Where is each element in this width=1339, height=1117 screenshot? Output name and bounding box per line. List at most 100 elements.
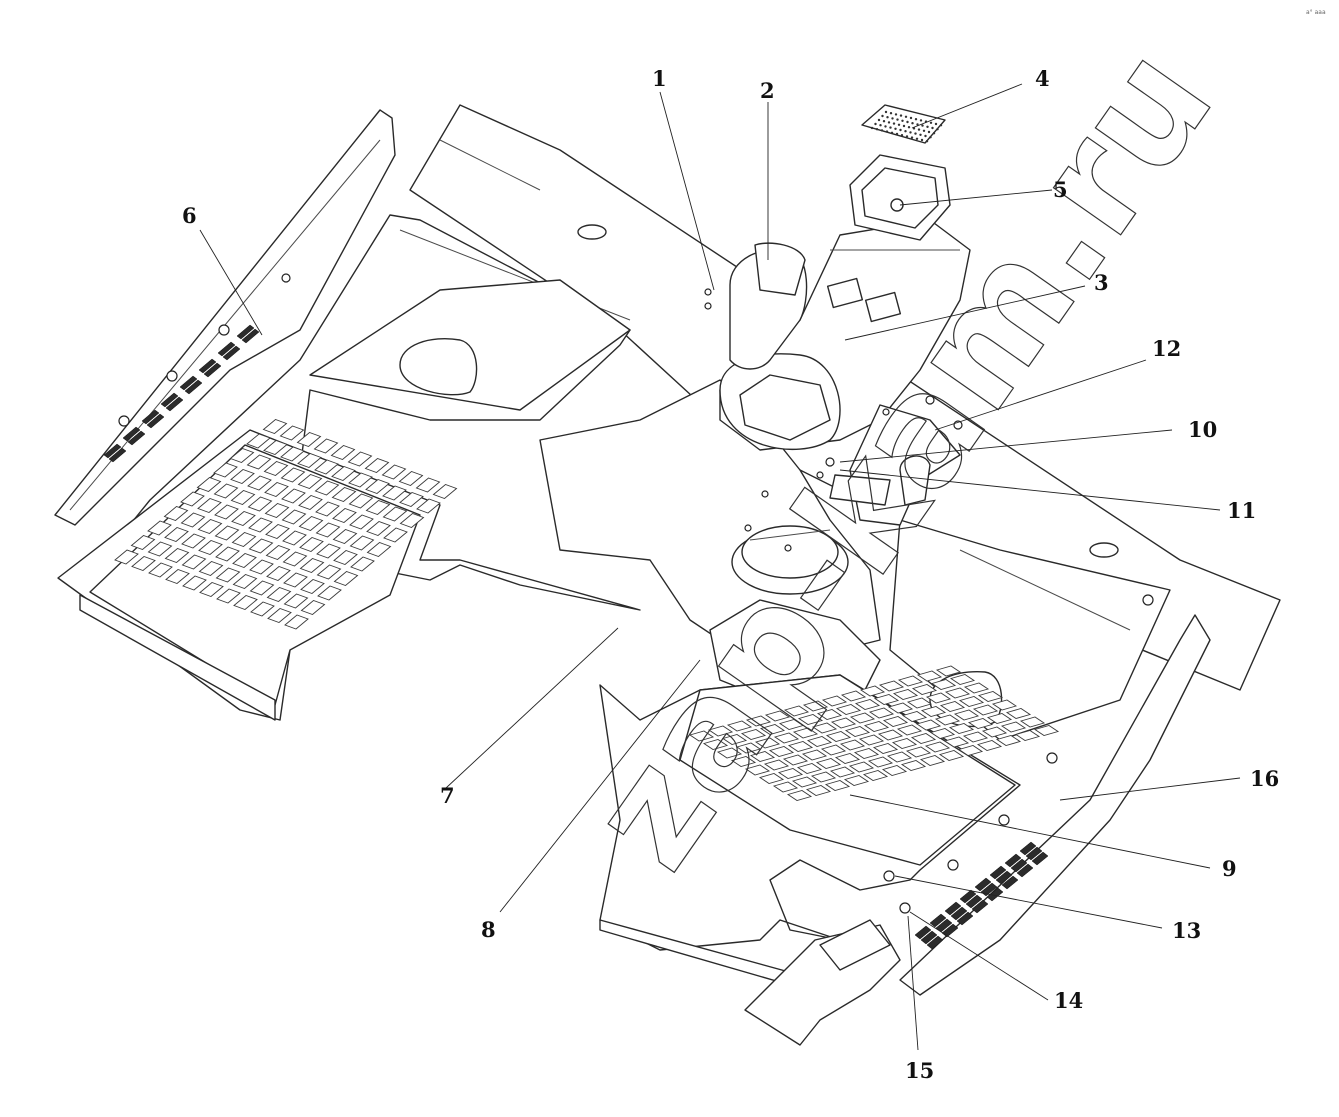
right-plate-cell xyxy=(920,930,938,945)
right-grid-cell xyxy=(862,770,889,781)
right-grid-cell xyxy=(802,700,829,712)
mat-dot xyxy=(919,119,923,122)
mat-dot xyxy=(916,123,919,126)
callout-15: 15 xyxy=(905,1058,934,1083)
right-grid-cell xyxy=(901,711,928,722)
left-grid-cell xyxy=(180,491,205,507)
floor-mat-left-grid xyxy=(114,418,458,630)
left-grid-cell xyxy=(180,512,206,528)
mat-dot xyxy=(926,125,929,128)
mat-dot xyxy=(922,129,926,132)
right-grid-cell xyxy=(963,682,990,694)
mat-dot xyxy=(896,118,899,121)
left-plate-cell xyxy=(241,328,260,344)
left-grid-cell xyxy=(298,494,323,511)
right-grid-cell xyxy=(849,712,876,724)
left-grid-cell xyxy=(315,522,341,538)
callout-6: 6 xyxy=(182,203,197,228)
storage-mat-pattern xyxy=(870,110,943,143)
mat-dot xyxy=(892,122,896,125)
mat-dot xyxy=(882,120,886,123)
mat-dot xyxy=(884,125,887,128)
mat-dot xyxy=(939,124,943,127)
mat-dot xyxy=(900,134,904,137)
left-grid-cell xyxy=(266,565,291,582)
mat-dot xyxy=(914,118,918,121)
mat-dot xyxy=(899,128,902,132)
right-grid-cell xyxy=(777,768,804,779)
left-grid-cell xyxy=(330,444,356,461)
left-grid-cell xyxy=(282,530,307,546)
left-grid-cell xyxy=(230,489,256,506)
left-grid-cell xyxy=(284,614,309,630)
left-grid-cell xyxy=(265,544,291,561)
left-grid-cell xyxy=(349,535,375,551)
left-grid-cell xyxy=(365,478,390,495)
right-grid-cell xyxy=(1000,721,1027,733)
left-grid-cell xyxy=(262,418,288,435)
right-grid-cell xyxy=(897,675,924,687)
shift-ring xyxy=(731,471,849,595)
left-plate-cell xyxy=(198,358,217,374)
corner-mark: a° aaa xyxy=(1306,9,1326,16)
left-grid-cell xyxy=(198,539,223,556)
right-grid-cell xyxy=(858,734,885,746)
mat-dot xyxy=(870,126,874,130)
left-grid-cell xyxy=(181,554,207,570)
right-grid-cell xyxy=(830,717,857,729)
right-grid-cell xyxy=(786,790,813,801)
right-grid-cell xyxy=(900,760,927,771)
mat-dot xyxy=(919,133,922,136)
right-grid-cell xyxy=(891,738,918,749)
right-grid-cell xyxy=(911,684,938,695)
left-grid-cell xyxy=(232,573,258,590)
left-grid-cell xyxy=(197,518,223,535)
right-plate-cell xyxy=(914,925,932,940)
left-grid-cell xyxy=(248,538,274,554)
left-plate-cell xyxy=(127,430,146,446)
right-plate-cell xyxy=(1004,853,1022,868)
mat-dot xyxy=(927,130,931,134)
right-plate-cell xyxy=(959,889,977,904)
left-grid-cell xyxy=(314,459,339,475)
right-grid-cell xyxy=(783,705,810,717)
left-grid-cell xyxy=(333,570,359,587)
left-grid-cell xyxy=(197,497,222,514)
left-plate-cell xyxy=(222,345,241,361)
left-plate-cell xyxy=(141,409,160,425)
clip-fastener xyxy=(166,370,178,382)
clip-fastener xyxy=(704,302,712,310)
right-grid-cell xyxy=(840,690,867,702)
mat-dot xyxy=(886,116,889,119)
left-grid-cell xyxy=(231,531,257,548)
mat-dot xyxy=(874,122,877,126)
left-grid-cell xyxy=(248,517,273,533)
left-grid-cell xyxy=(163,505,189,522)
right-grid-cell xyxy=(805,785,832,796)
mat-dot xyxy=(925,140,929,143)
left-grid-cell xyxy=(366,541,392,558)
right-grid-cell xyxy=(835,704,862,715)
right-grid-cell xyxy=(919,755,946,766)
mat-dot xyxy=(904,115,908,119)
left-grid-cell xyxy=(383,527,408,543)
left-grid-cell xyxy=(249,559,274,575)
sill-trim-left-plate xyxy=(103,324,260,463)
right-grid-cell xyxy=(797,714,824,725)
right-grid-cell xyxy=(915,719,942,731)
mat-dot xyxy=(891,117,894,120)
left-grid-cell xyxy=(316,564,342,580)
mat-dot xyxy=(880,129,884,132)
left-grid-cell xyxy=(130,534,156,551)
right-plate-cell xyxy=(974,877,992,892)
left-grid-cell xyxy=(196,476,222,493)
console-bracket xyxy=(825,395,963,526)
right-grid-cell xyxy=(764,710,791,722)
left-grid-cell xyxy=(300,578,325,595)
right-grid-cell xyxy=(815,758,842,769)
left-grid-cell xyxy=(199,581,224,598)
left-grid-cell xyxy=(265,523,290,540)
left-grid-cell xyxy=(365,499,391,516)
right-grid-cell xyxy=(939,701,966,712)
clip-fastener xyxy=(1046,752,1058,764)
